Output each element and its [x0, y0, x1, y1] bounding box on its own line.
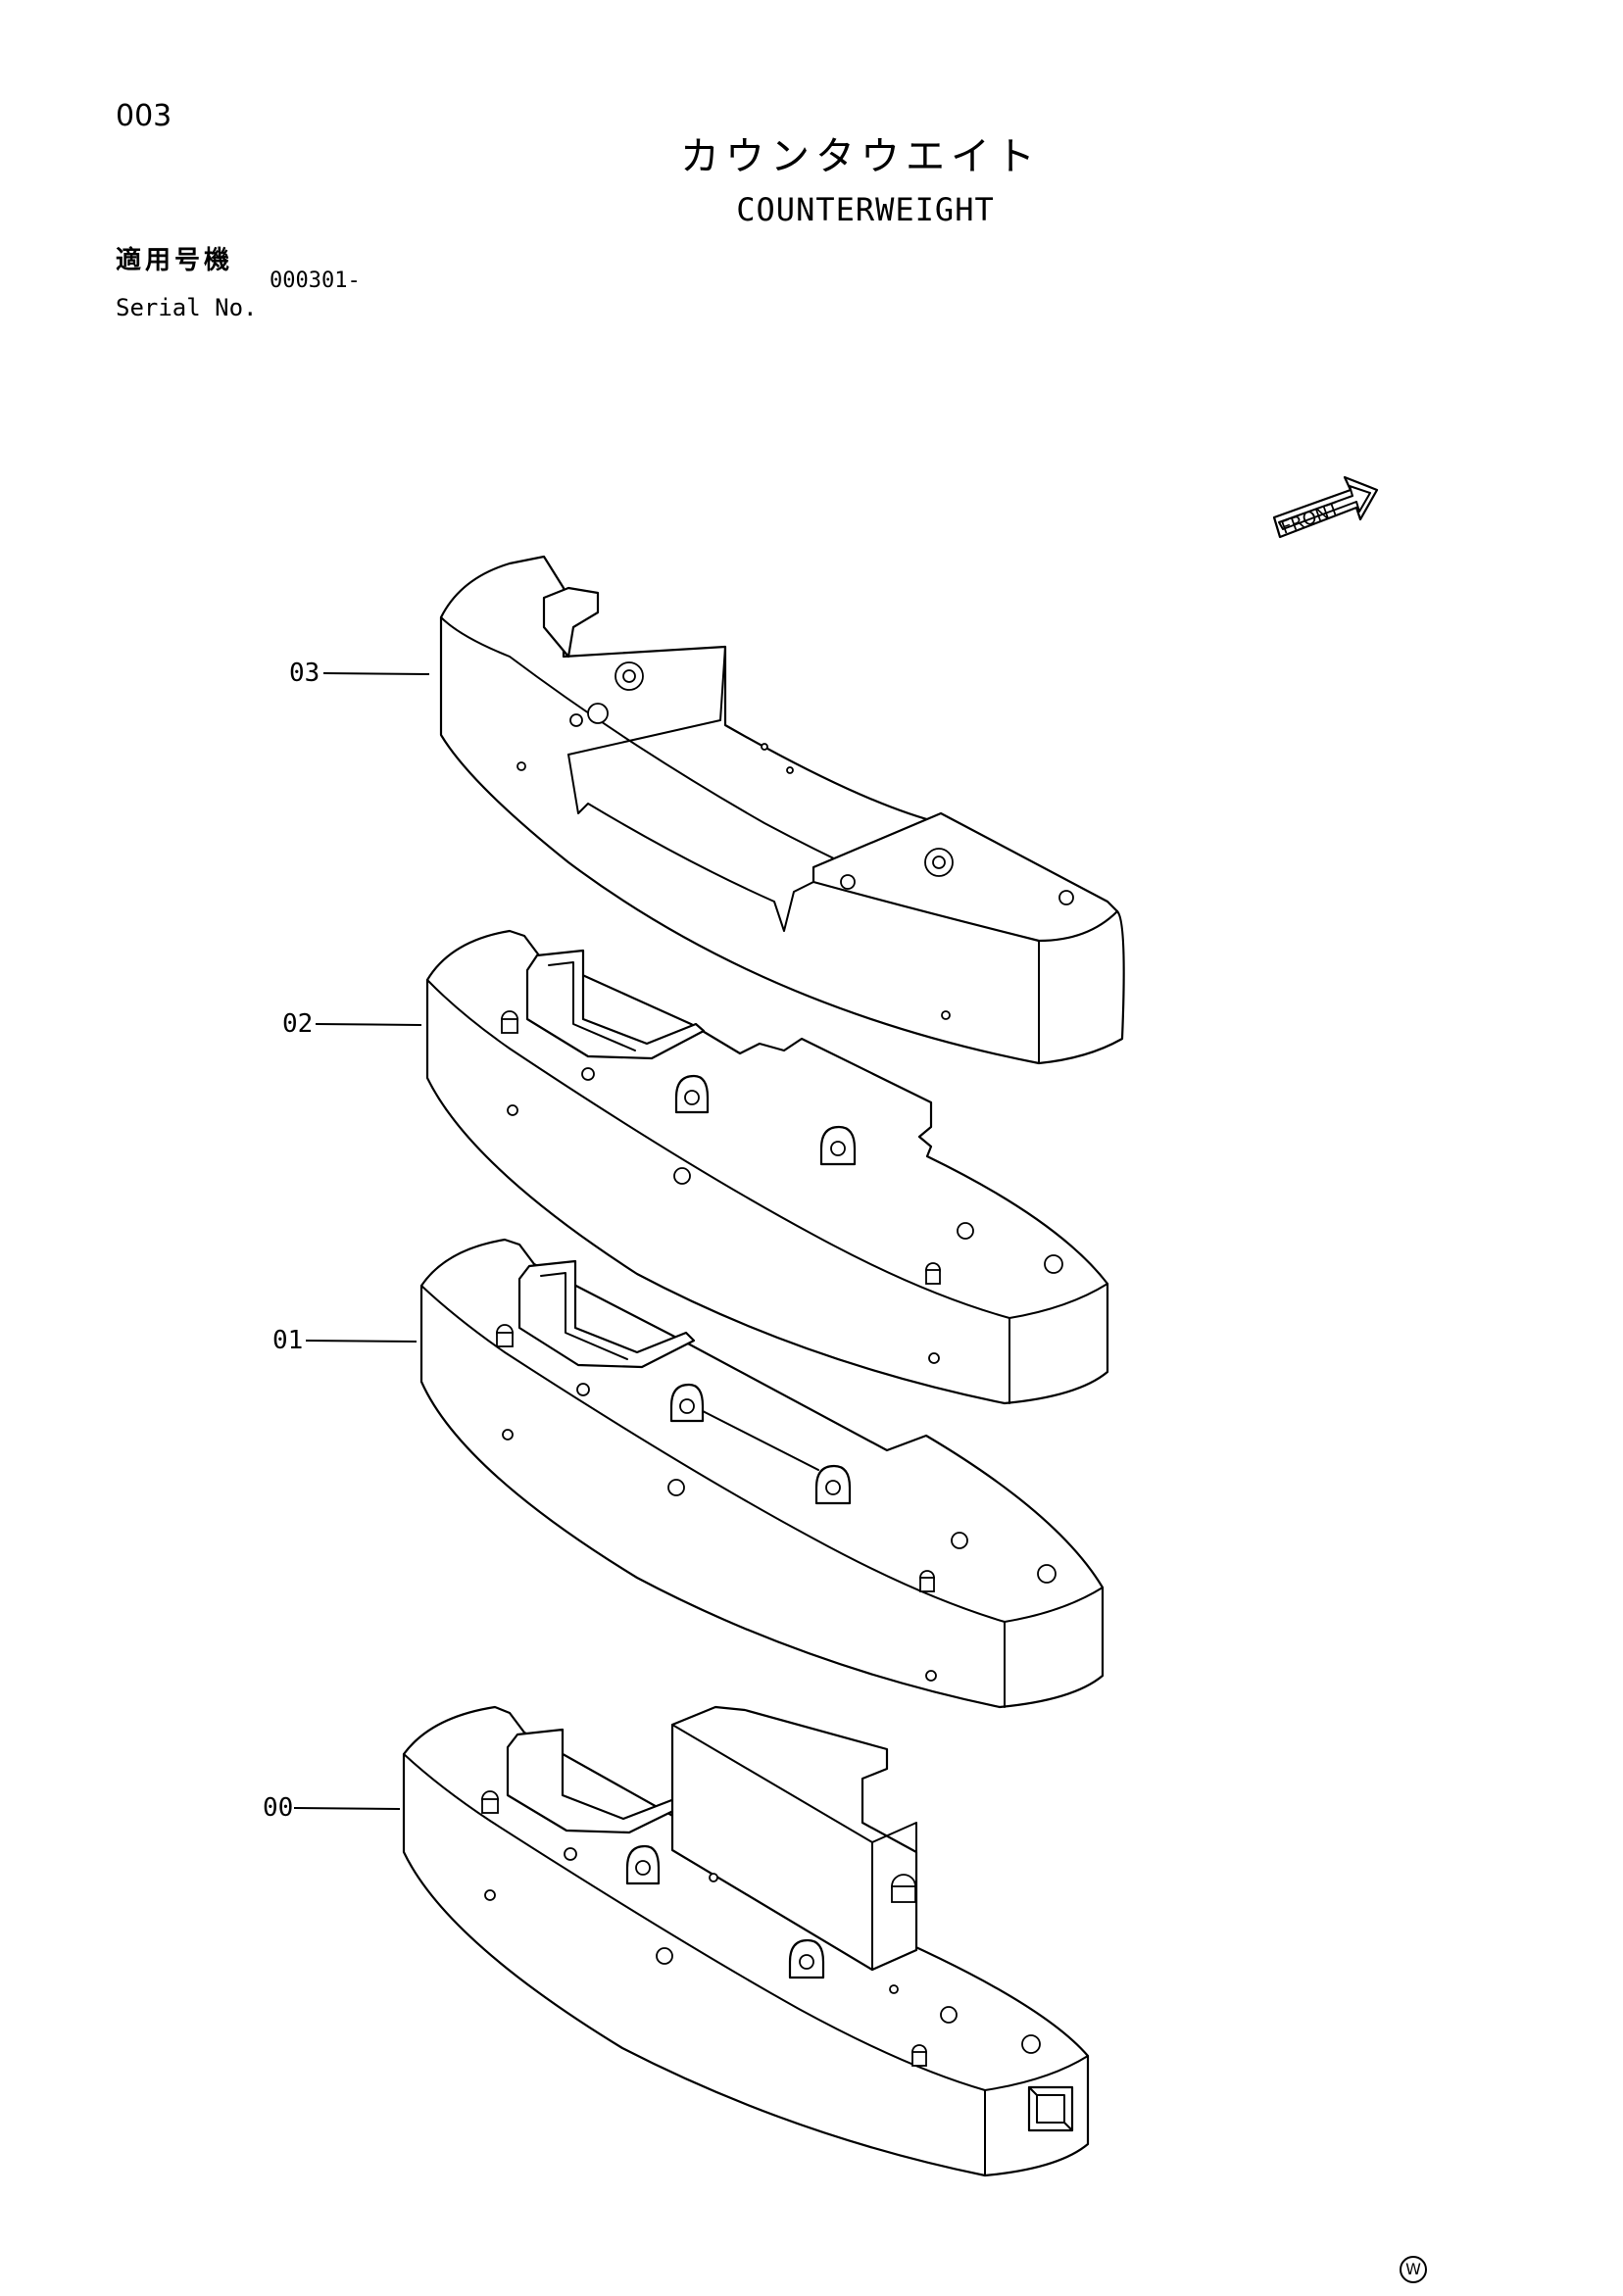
serial-number-value: 000301-: [270, 269, 361, 293]
page-number: 003: [116, 99, 172, 133]
part-number-label: 01: [272, 1326, 304, 1355]
part-number-label: 00: [263, 1793, 294, 1823]
page-title-english: COUNTERWEIGHT: [736, 191, 995, 228]
counterweight-part-01: [419, 1238, 1105, 1709]
leader-line-02: [315, 1023, 422, 1026]
part-number-label: 03: [289, 659, 320, 688]
serial-label-japanese: 適用号機: [116, 246, 234, 275]
counterweight-part-00: [402, 1705, 1090, 2177]
front-arrow-icon: FRONT: [1272, 475, 1379, 539]
counterweight-part-03: [439, 555, 1125, 1065]
w-mark-icon: W: [1400, 2256, 1427, 2283]
counterweight-part-02: [425, 929, 1109, 1405]
serial-label-english: Serial No.: [116, 294, 258, 321]
leader-line-00: [293, 1807, 401, 1810]
leader-line-03: [322, 672, 430, 675]
leader-line-01: [305, 1340, 418, 1343]
page-title-japanese: カウンタウエイト: [680, 134, 1041, 179]
part-number-label: 02: [282, 1009, 314, 1039]
